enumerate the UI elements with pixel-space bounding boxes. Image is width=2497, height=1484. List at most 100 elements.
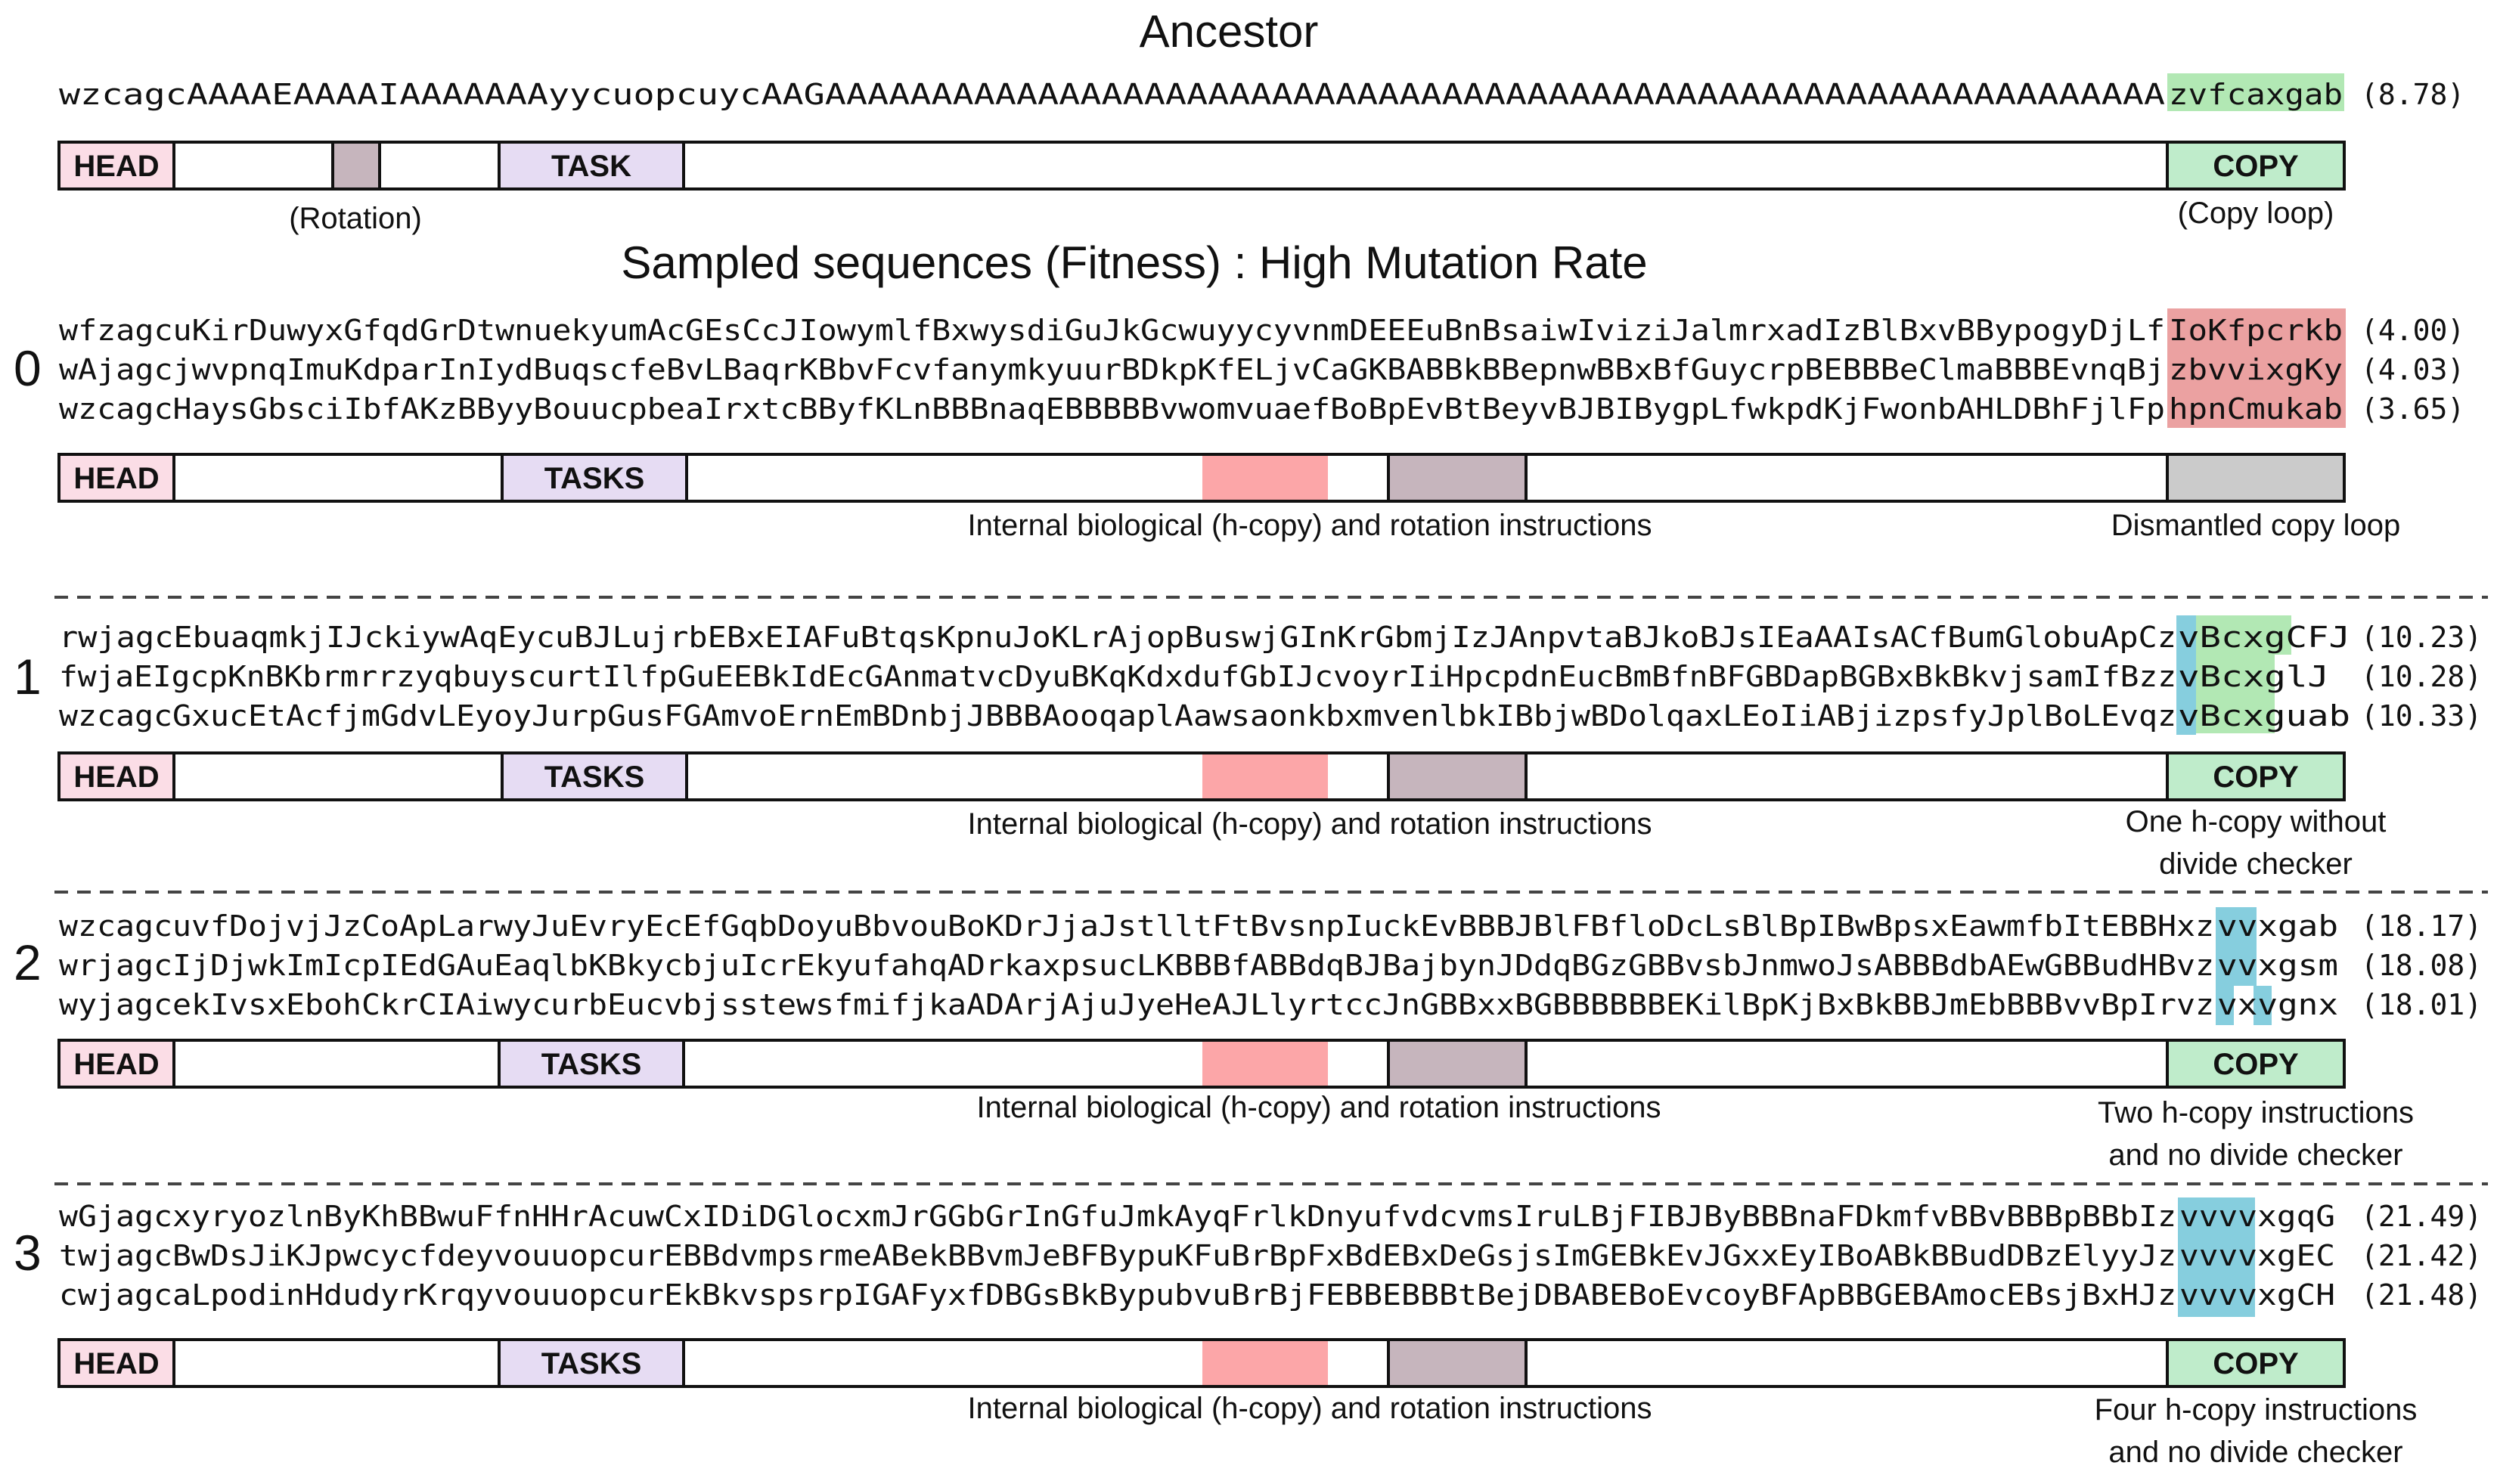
head-label: HEAD xyxy=(73,1048,159,1081)
sequence-tail: vxvgnx xyxy=(2217,988,2338,1021)
hcopy-region xyxy=(1202,754,1328,798)
internal-instructions-caption: Internal biological (h-copy) and rotatio… xyxy=(968,509,1652,542)
head-region xyxy=(57,1338,175,1388)
tail-highlight-blue xyxy=(2178,1197,2255,1317)
sequence-line: cwjagcaLpodinHdudyrKrqyvouuopcurEkBkvsps… xyxy=(59,1278,2176,1312)
sequence-tail: vBcxglJ xyxy=(2178,660,2329,693)
ancestor-rotation-region xyxy=(331,141,381,191)
group-index: 0 xyxy=(14,340,42,396)
right-caption: divide checker xyxy=(2159,847,2353,881)
tasks-label: TASKS xyxy=(544,761,645,794)
sequence-line: wfzagcuKirDuwyxGfqdGrDtwnuekyumAcGEsCcJI… xyxy=(59,314,2165,347)
ancestor-head-label: HEAD xyxy=(73,150,159,183)
sequence-tail: zbvvixgKy xyxy=(2169,353,2343,386)
tail-highlight-green xyxy=(2196,694,2275,733)
sequence-tail: vvvvxgEC xyxy=(2179,1239,2335,1272)
hcopy-region xyxy=(1202,1341,1328,1385)
dismantled-copy-region xyxy=(2166,453,2346,503)
copy-region xyxy=(2166,1039,2346,1089)
ancestor-copy-label: COPY xyxy=(2213,150,2299,183)
rotation-region xyxy=(1387,1338,1528,1388)
sequence-line: twjagcBwDsJiKJpwcycfdeyvouuopcurEBBdvmps… xyxy=(59,1239,2176,1272)
sampled-title: Sampled sequences (Fitness) : High Mutat… xyxy=(621,237,1647,288)
tail-highlight-green xyxy=(2196,655,2275,694)
tasks-region xyxy=(498,1039,685,1089)
tail-highlight-blue xyxy=(2216,907,2257,986)
sequence-fitness: (18.17) xyxy=(2361,909,2482,943)
right-caption: Four h-copy instructions xyxy=(2095,1393,2418,1427)
tasks-label: TASKS xyxy=(541,1048,642,1081)
sequence-fitness: (4.03) xyxy=(2361,353,2464,386)
tasks-region xyxy=(498,1338,685,1388)
head-label: HEAD xyxy=(73,1347,159,1380)
ancestor-title: Ancestor xyxy=(1140,6,1319,57)
ancestor-task-region xyxy=(498,141,685,191)
genome-bar xyxy=(57,1338,2346,1388)
ancestor-copy-caption: (Copy loop) xyxy=(2178,197,2334,230)
internal-instructions-caption: Internal biological (h-copy) and rotatio… xyxy=(968,1392,1652,1425)
sequence-fitness: (4.00) xyxy=(2361,314,2464,347)
sequence-fitness: (3.65) xyxy=(2361,392,2464,426)
rotation-region xyxy=(1387,453,1528,503)
genome-bar xyxy=(57,453,2346,503)
ancestor-head-region xyxy=(57,141,175,191)
sequence-tail: vBcxguab xyxy=(2178,699,2350,733)
sequence-line: wGjagcxyryozlnByKhBBwuFfnHHrAcuwCxIDiDGl… xyxy=(59,1200,2176,1233)
sequence-tail: vvvvxgCH xyxy=(2179,1278,2335,1312)
right-caption: and no divide checker xyxy=(2108,1139,2402,1172)
tail-highlight-blue xyxy=(2176,615,2196,735)
sequence-line: fwjaEIgcpKnBKbrmrrzyqbuyscurtIlfpGuEEBkI… xyxy=(59,660,2176,693)
tail-highlight-blue xyxy=(2254,986,2272,1025)
copy-region xyxy=(2166,751,2346,801)
tail-highlight-blue xyxy=(2216,986,2234,1025)
sequence-fitness: (10.28) xyxy=(2361,660,2482,693)
tail-highlight-green xyxy=(2196,615,2291,655)
ancestor-rotation-caption: (Rotation) xyxy=(289,202,422,235)
sequence-fitness: (10.23) xyxy=(2361,621,2482,654)
ancestor-task-label: TASK xyxy=(551,150,631,183)
right-caption: One h-copy without xyxy=(2126,805,2387,838)
rotation-region xyxy=(1387,751,1528,801)
ancestor-copy-highlight xyxy=(2167,73,2344,111)
tail-highlight-dismantled xyxy=(2167,308,2346,428)
sequence-tail: vvxgab xyxy=(2217,909,2338,943)
sequence-line: rwjagcEbuaqmkjIJckiywAqEycuBJLujrbEBxEIA… xyxy=(59,621,2176,654)
internal-instructions-caption: Internal biological (h-copy) and rotatio… xyxy=(977,1091,1661,1124)
group-index: 2 xyxy=(14,934,42,990)
hcopy-region xyxy=(1202,1042,1328,1086)
sequence-tail: hpnCmukab xyxy=(2169,392,2343,426)
sequence-line: wzcagcHaysGbsciIbfAKzBByyBouucpbeaIrxtcB… xyxy=(59,392,2165,426)
sequence-fitness: (21.49) xyxy=(2361,1200,2482,1233)
copy-label: COPY xyxy=(2213,1347,2299,1380)
sequence-tail: IoKfpcrkb xyxy=(2169,314,2343,347)
internal-instructions-caption: Internal biological (h-copy) and rotatio… xyxy=(968,807,1652,841)
group-index: 1 xyxy=(14,649,42,705)
sequence-fitness: (10.33) xyxy=(2361,699,2482,733)
sequence-tail: vvxgsm xyxy=(2217,949,2338,982)
genome-bar xyxy=(57,751,2346,801)
group-index: 3 xyxy=(14,1225,42,1281)
head-region xyxy=(57,1039,175,1089)
ancestor-sequence: wzcagcAAAAEAAAAIAAAAAAAyycuopcuycAAGAAAA… xyxy=(59,78,2165,111)
sequence-fitness: (18.01) xyxy=(2361,988,2482,1021)
tasks-region xyxy=(501,453,688,503)
ancestor-copy-sequence: zvfcaxgab xyxy=(2169,78,2343,111)
right-caption: Two h-copy instructions xyxy=(2098,1096,2414,1129)
rotation-region xyxy=(1387,1039,1528,1089)
head-region xyxy=(57,751,175,801)
tasks-label: TASKS xyxy=(541,1347,642,1380)
sequence-tail: vvvvxgqG xyxy=(2179,1200,2335,1233)
right-caption: Dismantled copy loop xyxy=(2111,509,2400,542)
head-region xyxy=(57,453,175,503)
tasks-label: TASKS xyxy=(544,462,645,495)
sequence-fitness: (21.42) xyxy=(2361,1239,2482,1272)
hcopy-region xyxy=(1202,456,1328,500)
copy-label: COPY xyxy=(2213,1048,2299,1081)
sequence-line: wAjagcjwvpnqImuKdparInIydBuqscfeBvLBaqrK… xyxy=(59,353,2165,386)
head-label: HEAD xyxy=(73,761,159,794)
head-label: HEAD xyxy=(73,462,159,495)
sequence-line: wzcagcuvfDojvjJzCoApLarwyJuEvryEcEfGqbDo… xyxy=(59,909,2214,943)
sequence-line: wrjagcIjDjwkImIcpIEdGAuEaqlbKBkycbjuIcrE… xyxy=(59,949,2214,982)
ancestor-genome-bar xyxy=(57,141,2346,191)
